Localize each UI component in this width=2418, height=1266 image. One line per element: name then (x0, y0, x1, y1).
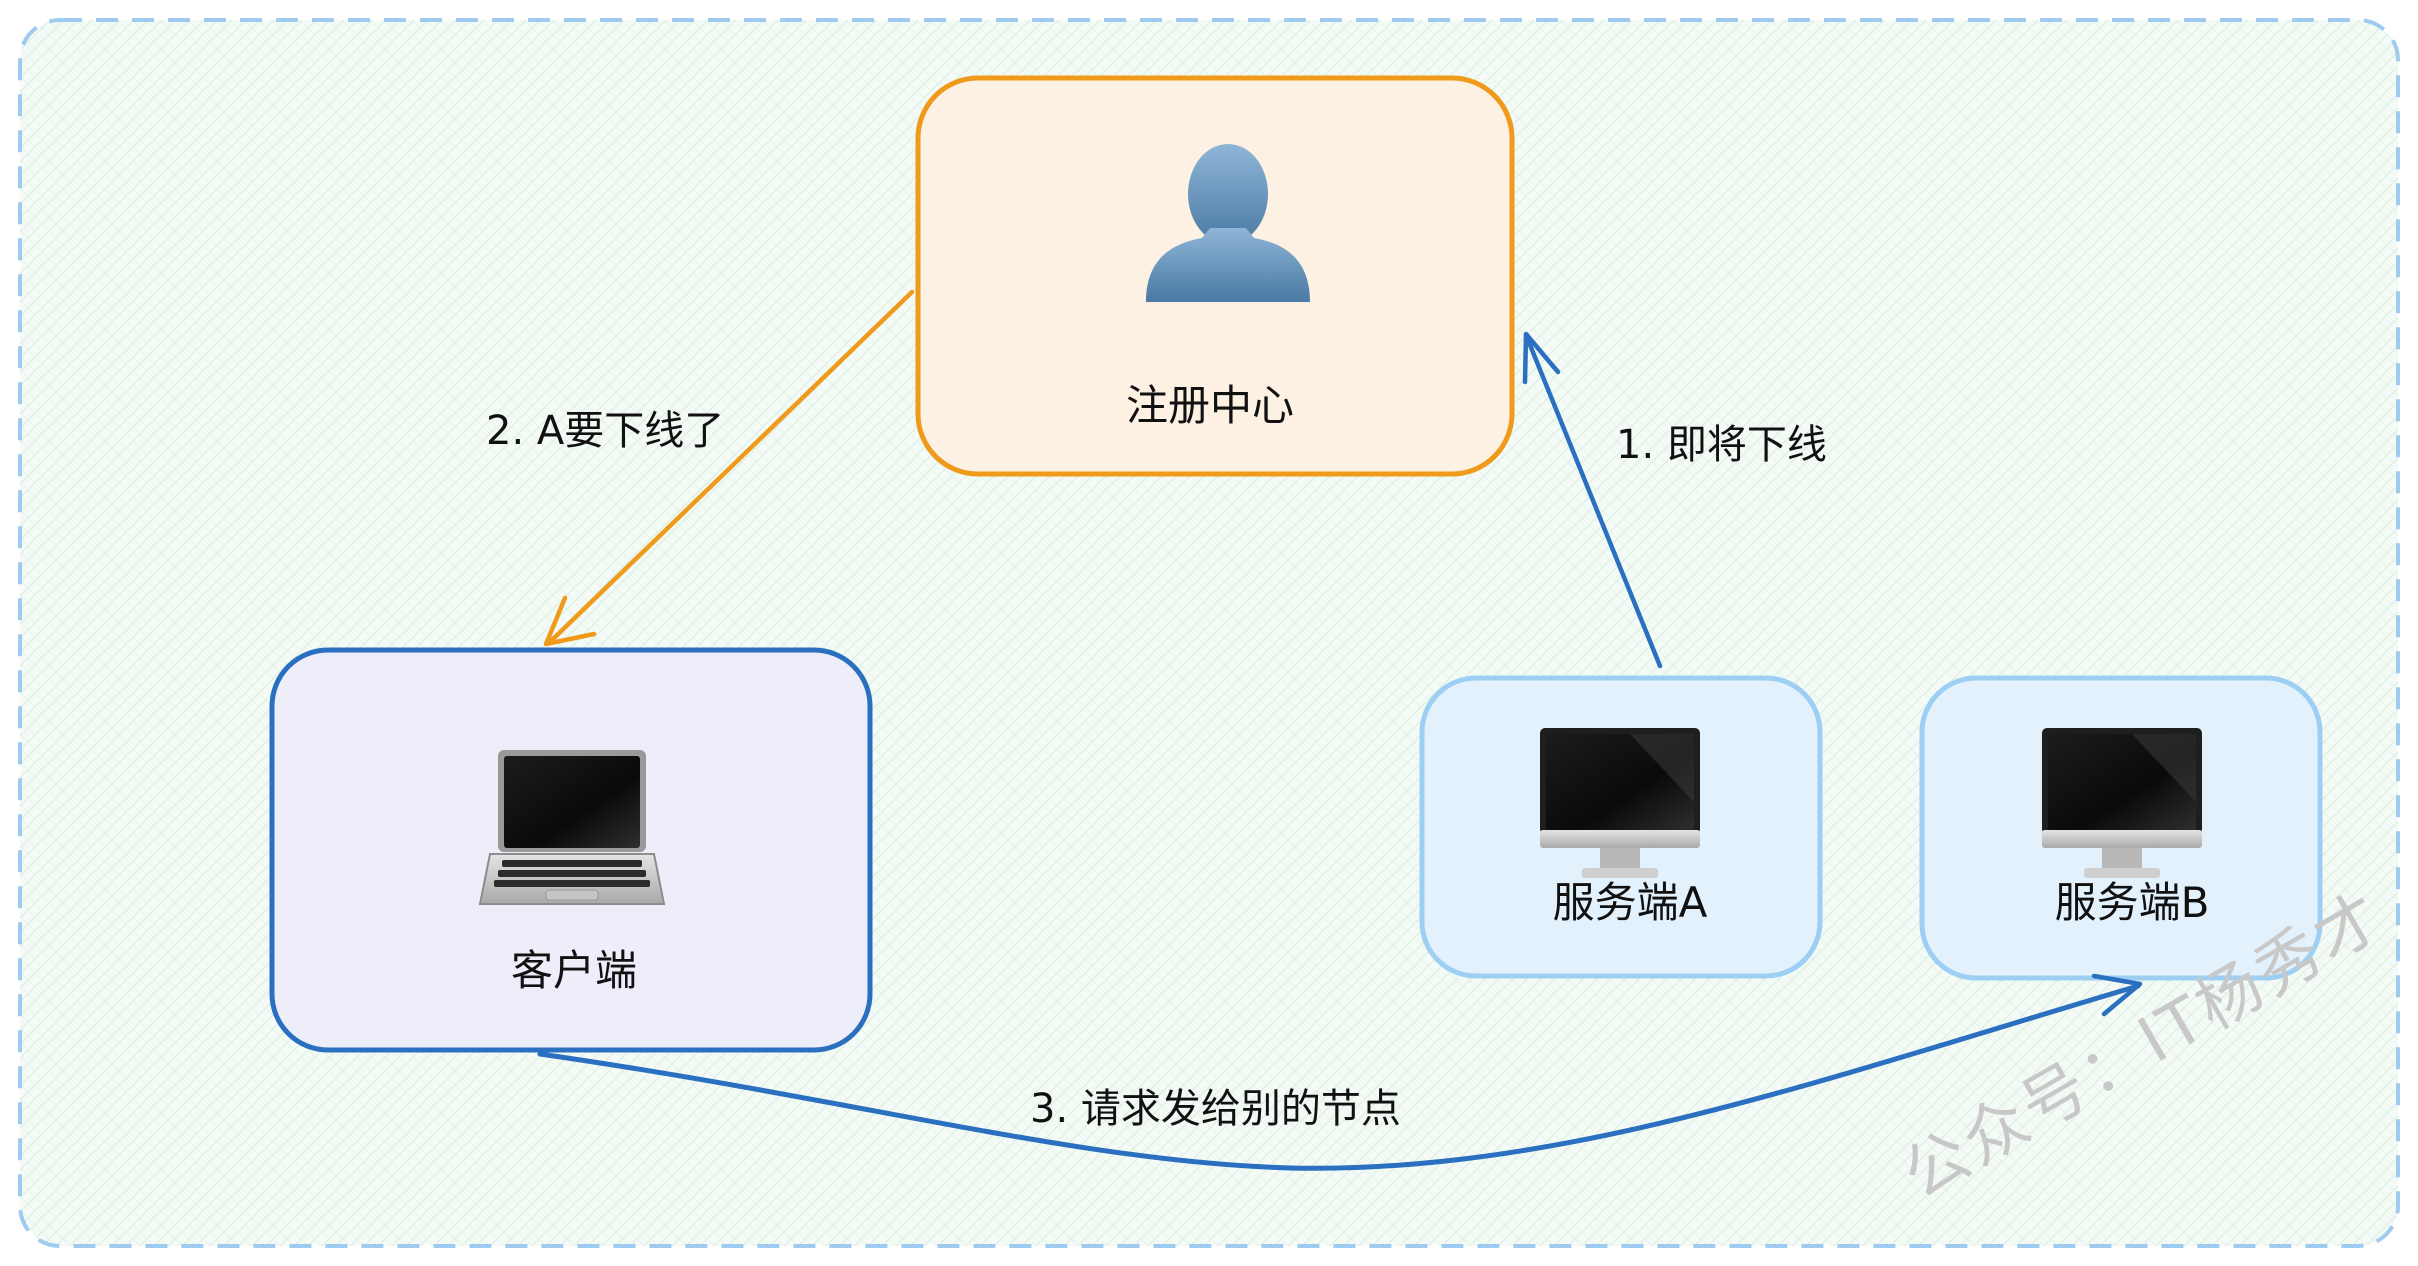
edge-step1-line (1525, 337, 1663, 669)
edge-step3-arrowhead (2091, 973, 2143, 1017)
desktop-monitor-icon (2042, 728, 2202, 878)
edge-step2-line (549, 289, 915, 643)
edge-step3: 3. 请求发给别的节点 (537, 973, 2143, 1171)
laptop-icon (478, 750, 666, 905)
node-client[interactable]: 客户端 (269, 647, 873, 1053)
client-label: 客户端 (511, 946, 637, 995)
server-a-label: 服务端A (1553, 878, 1708, 927)
user-silhouette-icon (1146, 144, 1310, 302)
edge-step1: 1. 即将下线 (1522, 331, 1827, 669)
edge-step3-line (537, 983, 2141, 1171)
edge-step1-arrowhead (1522, 331, 1561, 385)
node-server-a[interactable]: 服务端A (1419, 675, 1823, 979)
desktop-monitor-icon (1540, 728, 1700, 878)
edge-step2-label: 2. A要下线了 (486, 408, 724, 454)
server-b-label: 服务端B (2055, 878, 2210, 927)
registry-label: 注册中心 (1126, 381, 1294, 430)
edge-step3-label: 3. 请求发给别的节点 (1030, 1086, 1401, 1132)
node-registry[interactable]: 注册中心 (915, 75, 1515, 477)
edge-step2: 2. A要下线了 (486, 289, 915, 647)
edge-step1-label: 1. 即将下线 (1616, 422, 1827, 468)
edge-step2-arrowhead (543, 595, 597, 647)
node-server-b[interactable]: 服务端B (1919, 675, 2323, 981)
